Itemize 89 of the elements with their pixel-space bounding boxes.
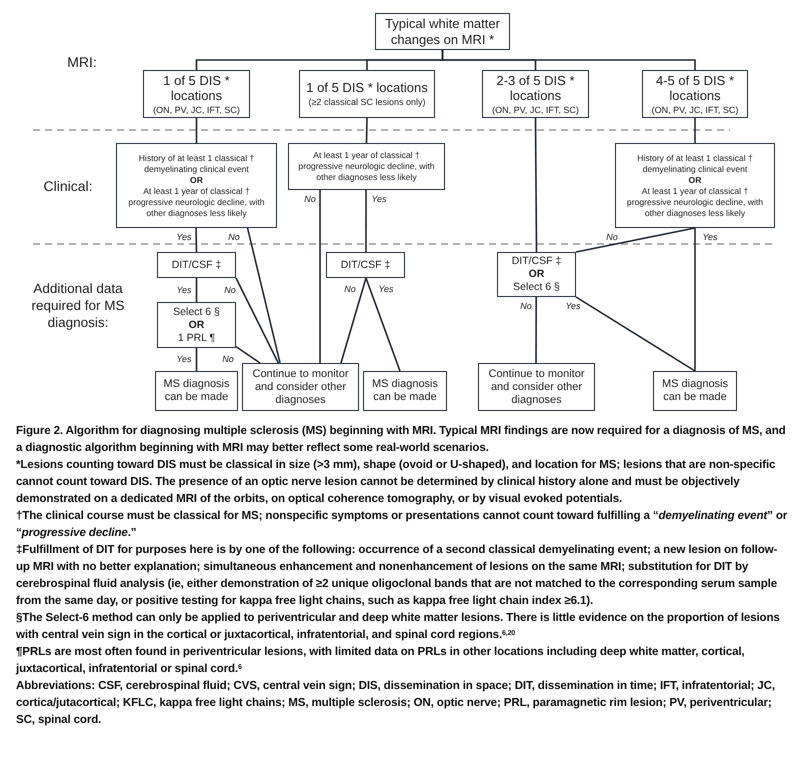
row-label: MRI: — [66, 53, 98, 72]
box-text: Typical white matter changes on MRI * — [384, 16, 501, 48]
row-label: Clinical: — [42, 177, 94, 196]
connector-line — [196, 278, 198, 302]
box-text: 1 of 5 DIS * locations — [162, 72, 231, 102]
connector-line — [246, 228, 281, 364]
process-box — [615, 143, 775, 228]
box-text: (ON, PV, JC, IFT, SC) — [652, 104, 738, 116]
edge-label: Yes — [176, 354, 192, 364]
edge-label: Yes — [176, 285, 192, 295]
connector-line — [235, 278, 279, 364]
connector-line — [196, 348, 198, 371]
edge-label: No — [605, 232, 619, 242]
edge-label: No — [519, 301, 533, 311]
connector-line — [366, 118, 368, 144]
process-box — [242, 363, 359, 411]
figure-caption: Figure 2. Algorithm for diagnosing multiple sclerosis (MS) beginning with MRI. Typical MRI findings are now required for a diagnosis of MS, and a diagnostic algorithm beginning with MRI may better reflect some real-world scenarios. — [16, 423, 787, 456]
footnote: ‡Fulfillment of DIT for purposes here is by one of the following: occurrence of a second classical demyelinating event; a new lesion on follow-up MRI with no better explanation; simultaneous enhancement and nonenhancement of lesions on the same MRI; substitution for DIT by cerebrospinal fluid analysis (ie, either demonstration of ≥2 unique oligoclonal bands that are not matched to the corresponding serum sample from the same day, or positive testing for kappa free light chains, such as kappa free light chain index ≥6.1). — [16, 542, 778, 609]
footnote: Abbreviations: CSF, cerebrospinal fluid; CVS, central vein sign; DIS, dissemination in space; DIT, dissemination in time; IFT, infratentorial; JC, cortica/jutacortical; KFLC, kappa free light chains; MS, multiple sclerosis; ON, optic nerve; PRL, paramagnetic rim lesion; PV, periventricular; SC, spinal cord. — [16, 678, 776, 728]
box-text: OR — [190, 174, 203, 186]
box-text: At least 1 year of classical † progressive neurologic decline, with other diagnoses less likely — [127, 186, 266, 218]
box-text: (ON, PV, JC, IFT, SC) — [492, 104, 579, 116]
connector-line — [694, 118, 696, 143]
edge-label: Yes — [370, 194, 388, 204]
process-box — [288, 143, 445, 190]
edge-label: Yes — [378, 284, 394, 294]
connector-line — [694, 228, 696, 371]
box-text: DIT/CSF ‡ — [172, 258, 222, 272]
box-text: DIT/CSF ‡ — [512, 255, 562, 268]
edge-label: No — [227, 232, 241, 242]
edge-label: Yes — [564, 301, 582, 311]
edge-label: No — [343, 284, 357, 294]
process-box — [157, 252, 236, 278]
process-box — [155, 371, 238, 411]
process-box — [116, 143, 277, 228]
connector-line — [319, 190, 321, 363]
process-box — [299, 70, 435, 118]
edge-label: Yes — [702, 232, 718, 242]
box-text: DIT/CSF ‡ — [340, 258, 390, 272]
process-box — [642, 70, 748, 118]
box-text: History of at least 1 classical † demyelinating clinical event — [138, 152, 256, 174]
box-text: 4-5 of 5 DIS * locations — [654, 72, 736, 102]
process-box — [143, 70, 250, 118]
connector-line — [365, 190, 367, 252]
footnote: †The clinical course must be classical for MS; nonspecific symptoms or presentations cannot count toward fulfilling a “demyelinating event” or “progressive decline.” — [16, 508, 788, 541]
connector-line — [236, 346, 260, 364]
connector-line — [195, 228, 198, 252]
box-text: OR — [528, 268, 544, 281]
box-text: OR — [688, 174, 702, 186]
box-text: MS diagnosis can be made — [162, 378, 231, 404]
row-label: Additional data required for MS diagnosis: — [30, 280, 126, 331]
box-text: Continue to monitor and consider other diagnoses — [252, 368, 350, 406]
connector-line — [365, 278, 401, 372]
process-box — [157, 302, 236, 348]
connector-line — [535, 297, 537, 363]
box-text: MS diagnosis can be made — [660, 378, 730, 404]
footnote: ¶PRLs are most often found in periventricular lesions, with limited data on PRLs in other locations including deep white matter, cortical, juxtacortical, infratentorial or spinal cord.$^{6}$ — [16, 644, 746, 677]
process-box — [653, 371, 737, 411]
box-text: History of at least 1 classical † demyelinating clinical event — [636, 152, 754, 174]
connector-line — [534, 118, 538, 252]
box-text: 1 of 5 DIS * locations — [306, 80, 428, 95]
edge-label: No — [221, 354, 235, 364]
edge-label: No — [303, 194, 317, 204]
connector-line — [340, 278, 367, 364]
box-text: Continue to monitor and consider other diagnoses — [488, 368, 586, 406]
process-box — [478, 363, 595, 411]
edge-label: No — [223, 285, 237, 295]
box-text: At least 1 year of classical † progressive neurologic decline, with other diagnoses less likely — [297, 150, 436, 183]
connector-line — [576, 296, 696, 372]
box-text: Select 6 § — [513, 281, 560, 294]
process-box — [497, 252, 576, 297]
process-box — [482, 70, 589, 118]
box-text: 1 PRL ¶ — [178, 332, 216, 344]
connector-line — [196, 118, 198, 143]
process-box — [375, 13, 510, 50]
box-text: Select 6 § — [173, 306, 220, 318]
box-text: (≥2 classical SC lesions only) — [308, 97, 426, 108]
box-text: MS diagnosis can be made — [370, 378, 440, 404]
connector-line — [576, 227, 696, 253]
box-text: OR — [188, 318, 204, 332]
footnote: *Lesions counting toward DIS must be classical in size (>3 mm), shape (ovoid or U-shaped), and location for MS; lesions that are non-specific cannot count toward DIS. The presence of an optic nerve lesion cannot be determined by clinical history alone and must be objectively demonstrated on a dedicated MRI of the orbits, on optical coherence tomography, or by visual evoked potentials. — [16, 457, 776, 507]
box-text: (ON, PV, JC, IFT, SC) — [153, 104, 240, 116]
box-text: 2-3 of 5 DIS * locations — [495, 72, 576, 102]
footnote: §The Select-6 method can only be applied to periventricular and deep white matter lesions. There is little evidence on the proportion of lesions with central vein sign in the cortical or juxtacortical, infratentorial, and spinal cord regions.$^{6,20}$ — [16, 610, 781, 643]
process-box — [363, 371, 447, 411]
edge-label: Yes — [176, 232, 192, 242]
box-text: At least 1 year of classical † progressive neurologic decline, with other diagnoses less likely — [626, 186, 764, 218]
process-box — [326, 252, 405, 278]
connector-line — [442, 50, 696, 70]
